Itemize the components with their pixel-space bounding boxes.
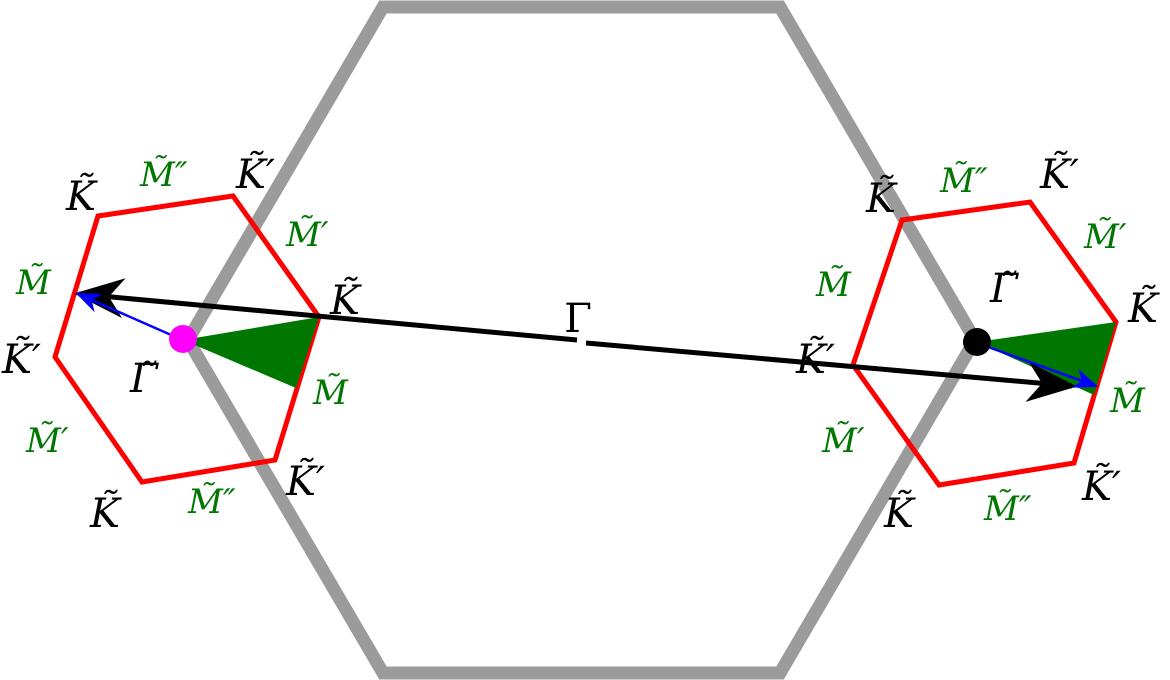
right-label-mp-bottom-left: M̃′ [821, 421, 865, 461]
left-label-mp-bottom-left: M̃′ [25, 421, 69, 461]
right-label-k-top-left: K̃ [865, 175, 898, 222]
right-label-kp-bottom-right: K̃′ [1081, 463, 1121, 510]
main-arrow-right [585, 340, 1077, 402]
left-label-k-right: K̃ [329, 277, 362, 324]
left-label-mpp-top: M̃″ [139, 155, 188, 195]
left-label-kp-left: K̃′ [1, 336, 41, 383]
left-label-mp-top-right: M̃′ [285, 215, 329, 255]
left-label-kp-top-right: K̃′ [235, 151, 275, 198]
right-label-kp-top-right: K̃′ [1039, 151, 1079, 198]
left-label-kp-bottom-right: K̃′ [285, 458, 325, 505]
right-label-m-right: M̃ [1109, 381, 1146, 421]
main-arrow-left [74, 278, 578, 343]
left-label-m-right: M̃ [312, 373, 349, 413]
right-label-mp-top-right: M̃′ [1083, 217, 1127, 257]
left-gamma-point [169, 325, 197, 353]
right-label-mpp-top: M̃″ [939, 161, 988, 201]
blue-arrow-right [979, 342, 1099, 388]
right-label-kp-left: K̃′ [795, 336, 835, 383]
left-label-mpp-bottom: M̃″ [187, 482, 236, 522]
left-wedge [183, 317, 319, 388]
right-label-gamma: Γ̃ [989, 266, 1019, 312]
left-label-m-left: M̃ [15, 263, 52, 303]
blue-arrow-left [75, 292, 179, 340]
left-label-k-bottom-left: K̃ [89, 490, 122, 537]
label-center-gamma: Γ [564, 296, 592, 342]
right-gamma-point [963, 328, 991, 356]
right-label-k-right: K̃ [1127, 285, 1160, 332]
right-label-k-bottom-left: K̃ [883, 490, 916, 537]
left-label-k-top-left: K̃ [65, 173, 98, 220]
right-label-m-left: M̃ [815, 265, 852, 305]
right-label-mpp-bottom: M̃″ [983, 489, 1032, 529]
left-label-gamma: Γ̃ [129, 356, 159, 402]
left-small-hexagon [52, 193, 322, 485]
